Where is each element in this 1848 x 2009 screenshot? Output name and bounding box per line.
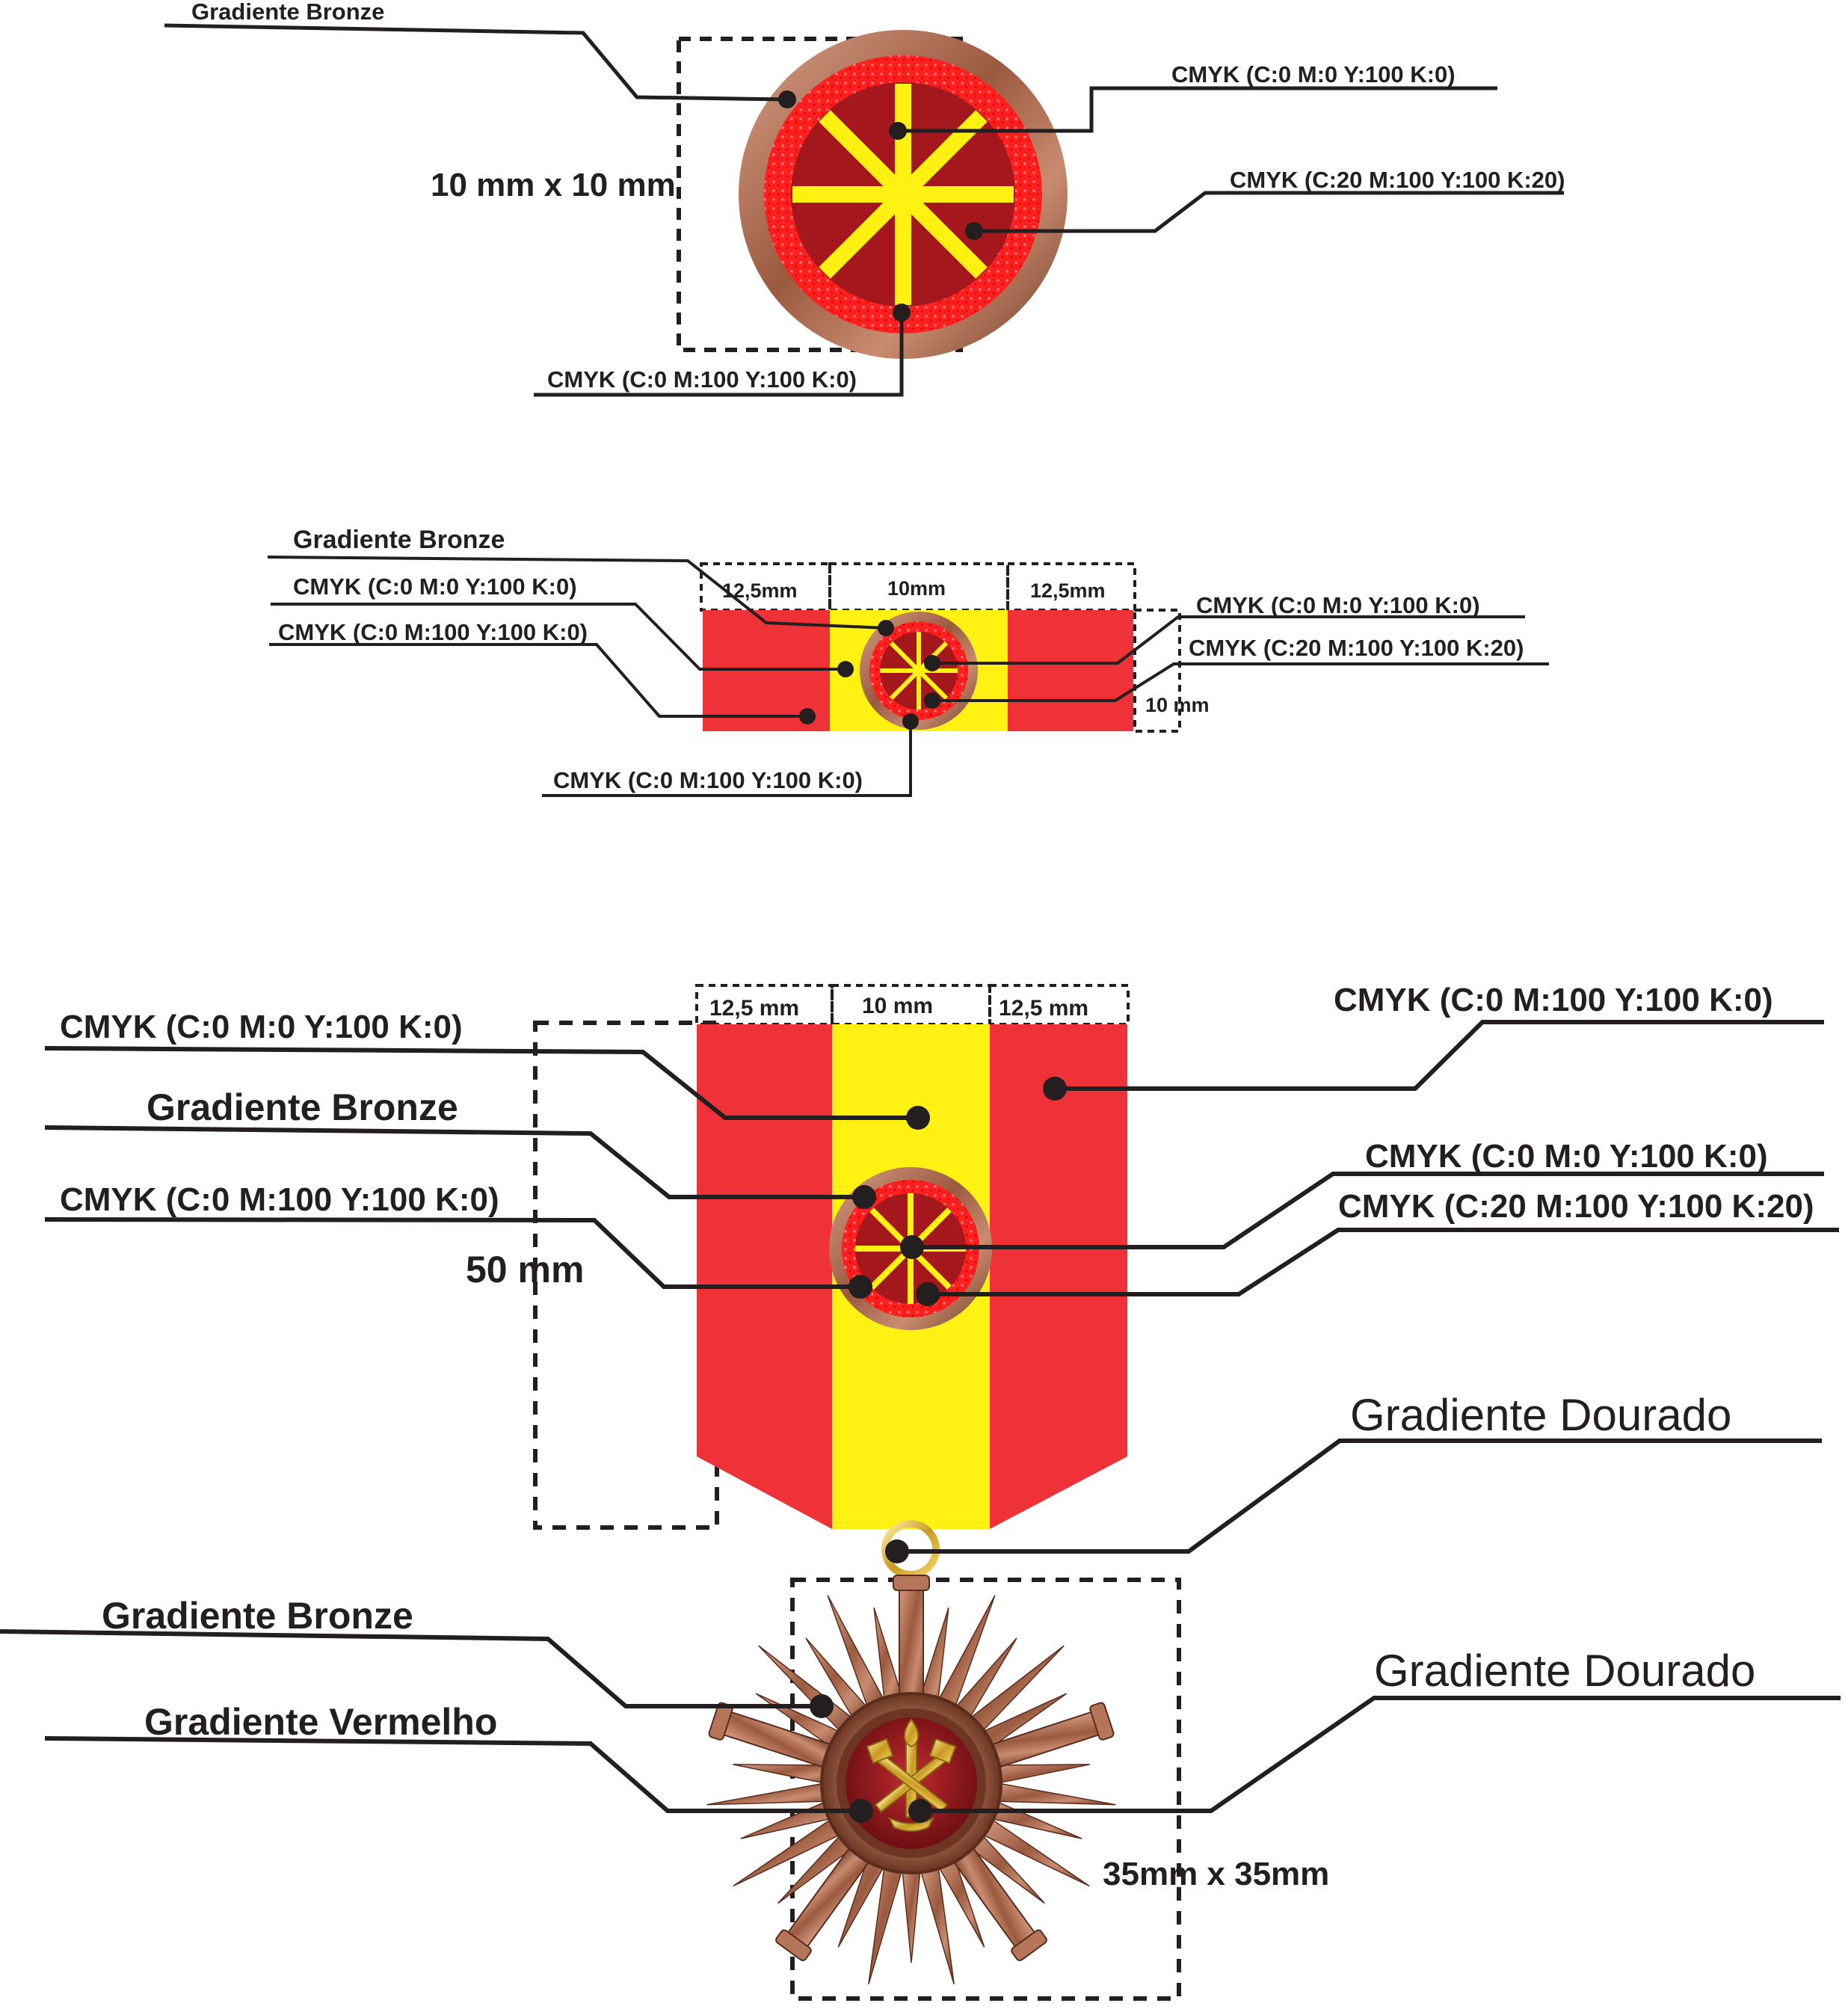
section4-leaders	[0, 1629, 1841, 1813]
star-ray	[991, 1781, 1116, 1806]
s2-label-bronze: Gradiente Bronze	[293, 526, 505, 554]
star-medal	[706, 1575, 1181, 2001]
s2-dim-right: 12,5mm	[1030, 579, 1106, 602]
star-ray	[827, 1595, 888, 1714]
s3-label-red-left: CMYK (C:0 M:100 Y:100 K:0)	[60, 1181, 499, 1218]
s2-label-dark-red-right: CMYK (C:20 M:100 Y:100 K:20)	[1189, 635, 1524, 661]
s1-size-label: 10 mm x 10 mm	[431, 167, 676, 203]
section2-leaders	[267, 556, 1549, 797]
ribbon-bar-red-right	[1008, 610, 1133, 731]
s3-dim-right: 12,5 mm	[999, 996, 1089, 1021]
ribbon-drape-dim-right	[988, 984, 1130, 1026]
star-ray	[991, 1764, 1090, 1785]
s3-dim-center: 10 mm	[862, 994, 934, 1018]
s3-label-bronze: Gradiente Bronze	[147, 1086, 458, 1128]
s1-label-dark-red: CMYK (C:20 M:100 Y:100 K:20)	[1230, 167, 1565, 193]
section3-leaders	[44, 1020, 1839, 1554]
s3-label-gold-ring: Gradiente Dourado	[1350, 1390, 1732, 1440]
s3-label-yellow-left: CMYK (C:0 M:0 Y:100 K:0)	[60, 1009, 463, 1045]
s3-label-yellow-right: CMYK (C:0 M:0 Y:100 K:0)	[1365, 1138, 1768, 1175]
section1-leaders	[164, 23, 1564, 397]
s2-label-red-left: CMYK (C:0 M:100 Y:100 K:0)	[278, 619, 588, 645]
s3-label-red-right: CMYK (C:0 M:100 Y:100 K:0)	[1334, 982, 1773, 1018]
ribbon-bar-dim-right	[1006, 562, 1136, 612]
star-ray	[901, 1864, 922, 1963]
s2-label-red-bottom: CMYK (C:0 M:100 Y:100 K:0)	[553, 767, 863, 793]
s2-dim-center: 10mm	[887, 577, 946, 600]
s2-label-yellow-left: CMYK (C:0 M:0 Y:100 K:0)	[293, 573, 577, 600]
s1-label-bronze: Gradiente Bronze	[191, 0, 385, 25]
star-ray	[706, 1781, 832, 1806]
rosette-large-yellow-spokes	[792, 84, 1014, 305]
s2-dim-left: 12,5mm	[722, 579, 798, 602]
s1-label-yellow: CMYK (C:0 M:0 Y:100 K:0)	[1171, 61, 1456, 87]
star-medal-arms	[708, 1575, 1115, 1962]
s4-label-red-gradient: Gradiente Vermelho	[144, 1701, 498, 1743]
star-ray	[733, 1764, 832, 1785]
star-ray	[934, 1595, 996, 1714]
s4-label-gold: Gradiente Dourado	[1374, 1646, 1756, 1696]
s3-height-label: 50 mm	[466, 1249, 585, 1290]
star-arm	[775, 1837, 876, 1962]
s4-label-bronze: Gradiente Bronze	[102, 1595, 413, 1637]
ribbon-drape-red-right	[990, 1024, 1127, 1529]
section3-dots	[848, 1077, 1067, 1563]
section4-dots	[810, 1694, 932, 1823]
section1-dots	[778, 90, 983, 321]
ribbon-drape-red-left	[697, 1024, 832, 1529]
s4-size-label: 35mm x 35mm	[1103, 1856, 1330, 1892]
rosette-large-bounds	[677, 37, 963, 352]
ribbon-bar-rosette-spokes	[880, 632, 958, 710]
s2-dim-height: 10 mm	[1145, 694, 1210, 716]
s1-label-red: CMYK (C:0 M:100 Y:100 K:0)	[547, 366, 857, 393]
section2-dots	[799, 620, 940, 730]
star-arm	[708, 1702, 844, 1771]
s3-dim-left: 12,5 mm	[709, 996, 800, 1021]
s2-label-yellow-right: CMYK (C:0 M:0 Y:100 K:0)	[1196, 592, 1480, 618]
star-arm	[979, 1702, 1115, 1771]
s3-label-dark-red-right: CMYK (C:20 M:100 Y:100 K:20)	[1338, 1188, 1814, 1225]
ribbon-drape	[533, 984, 1130, 1578]
star-medal-gold-emblem	[866, 1718, 957, 1832]
star-arm	[893, 1575, 930, 1709]
rosette-large	[677, 30, 1068, 359]
